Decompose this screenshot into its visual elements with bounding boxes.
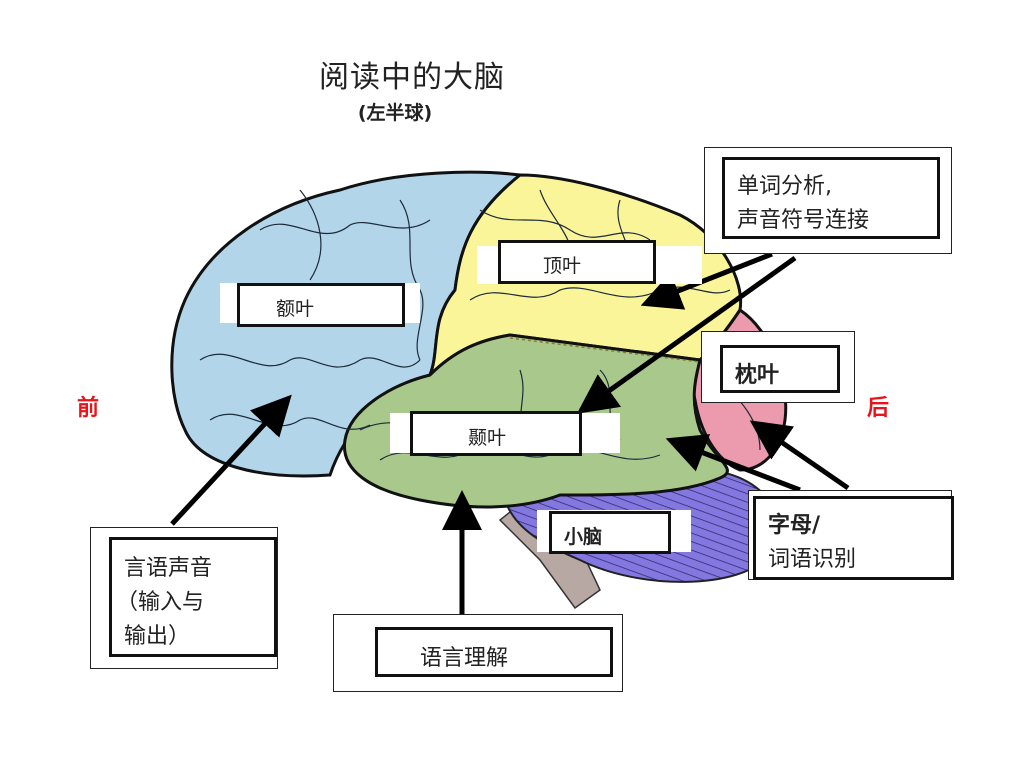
speech-sound-callout: 言语声音 （输入与 输出） [109, 537, 277, 657]
word-analysis-line1: 单词分析, [737, 174, 832, 199]
diagram-subtitle: (左半球) [357, 102, 433, 124]
letter-recognition-callout: 字母/ 词语识别 [753, 496, 954, 580]
temporal-lobe-label: 颞叶 [410, 411, 582, 456]
arrow-to-temporal-upper [576, 255, 797, 414]
temporal-lobe-text: 颞叶 [468, 427, 507, 449]
parietal-lobe-text: 顶叶 [543, 255, 582, 277]
language-comprehension-text: 语言理解 [420, 646, 509, 671]
diagram-title: 阅读中的大脑 [319, 60, 505, 95]
speech-sound-line2: （输入与 [116, 590, 205, 615]
arrow-to-occipital [749, 420, 850, 491]
occipital-lobe-label: 枕叶 [720, 345, 840, 393]
frontal-lobe-label: 额叶 [237, 283, 405, 327]
cerebellum-label: 小脑 [549, 511, 671, 554]
speech-sound-line1: 言语声音 [124, 556, 213, 581]
cerebellum-text: 小脑 [564, 526, 603, 548]
arrow-to-frontal [170, 394, 292, 526]
parietal-lobe-label: 顶叶 [498, 240, 656, 284]
letter-recognition-line1: 字母/ [768, 513, 821, 538]
letter-recognition-line2: 词语识别 [768, 547, 857, 572]
word-analysis-callout: 单词分析, 声音符号连接 [722, 157, 940, 239]
speech-sound-line3: 输出） [124, 624, 191, 649]
frontal-lobe-text: 额叶 [276, 298, 315, 320]
arrow-to-temporal-lower [665, 434, 801, 493]
occipital-lobe-text: 枕叶 [735, 363, 780, 388]
word-analysis-line2: 声音符号连接 [737, 208, 870, 233]
language-comprehension-callout: 语言理解 [375, 627, 613, 677]
callout-arrows [170, 251, 850, 614]
back-direction-label: 后 [867, 396, 890, 421]
arrow-to-parietal [640, 251, 773, 310]
front-direction-label: 前 [77, 396, 100, 421]
